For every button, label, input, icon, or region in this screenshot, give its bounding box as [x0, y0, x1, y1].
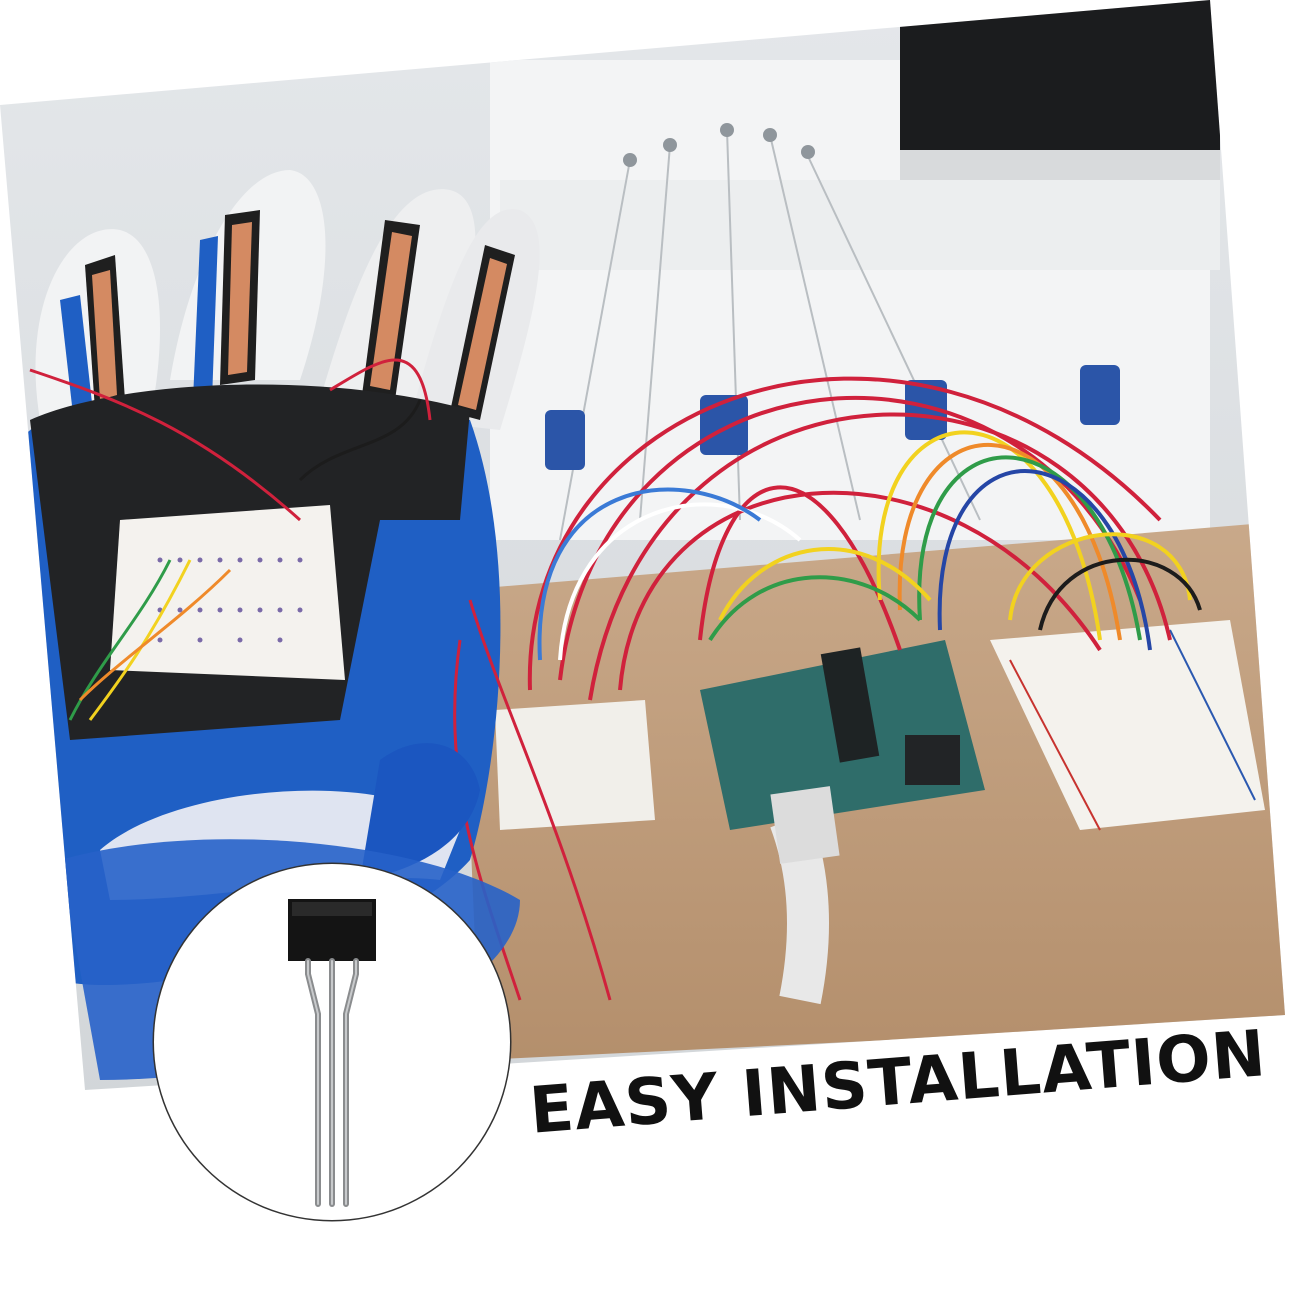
- three-pin-sensor-icon: [288, 899, 376, 1207]
- sensor-inset: [154, 864, 510, 1220]
